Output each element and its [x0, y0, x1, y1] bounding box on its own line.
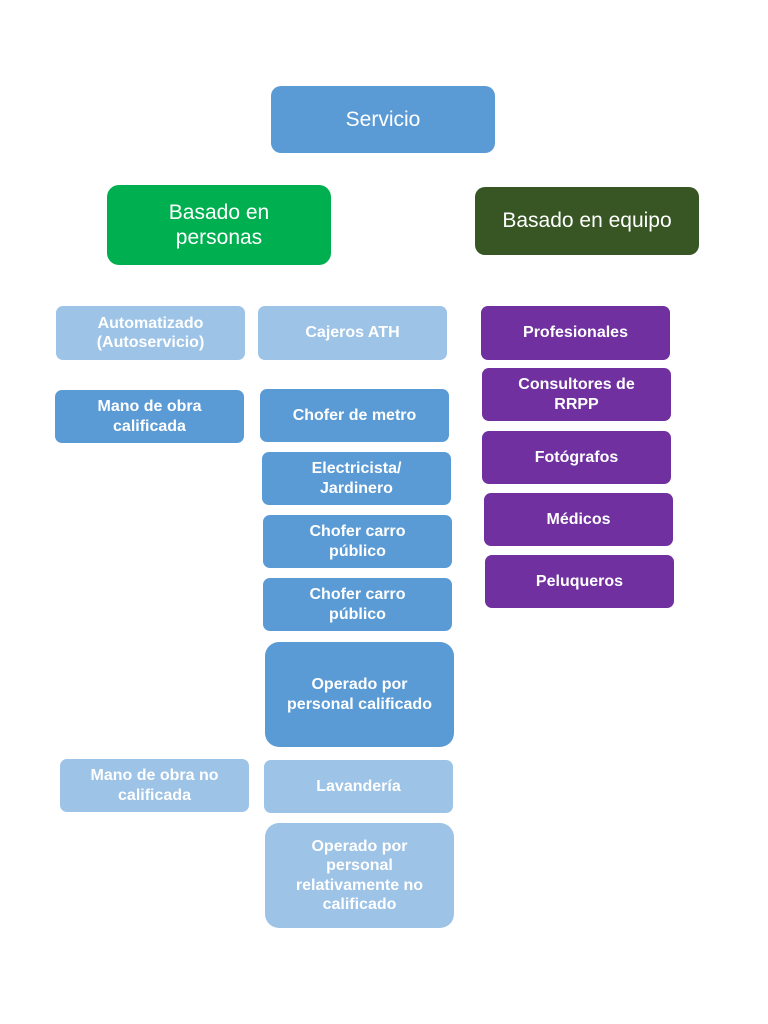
- example-node-electrician: Electricista/ Jardinero: [262, 452, 451, 505]
- category-node-equipment: Basado en equipo: [475, 187, 699, 255]
- level-node-skilled-labor: Mano de obra calificada: [55, 390, 244, 443]
- example-node-skilled-operated: Operado por personal calificado: [265, 642, 454, 747]
- category-node-people: Basado en personas: [107, 185, 331, 265]
- root-node-servicio: Servicio: [271, 86, 495, 153]
- level-node-automated: Automatizado (Autoservicio): [56, 306, 245, 360]
- example-node-public-car-driver: Chofer carro público: [263, 578, 452, 631]
- example-node-metro-driver: Chofer de metro: [260, 389, 449, 442]
- example-node-laundry: Lavandería: [264, 760, 453, 813]
- example-node-unskilled-operated: Operado por personal relativamente no ca…: [265, 823, 454, 928]
- example-node-doctors: Médicos: [484, 493, 673, 546]
- example-node-atm: Cajeros ATH: [258, 306, 447, 360]
- level-node-unskilled-labor: Mano de obra no calificada: [60, 759, 249, 812]
- example-node-public-car-driver: Chofer carro público: [263, 515, 452, 568]
- example-node-photographers: Fotógrafos: [482, 431, 671, 484]
- example-node-hairdressers: Peluqueros: [485, 555, 674, 608]
- example-node-professionals: Profesionales: [481, 306, 670, 360]
- example-node-pr-consultants: Consultores de RRPP: [482, 368, 671, 421]
